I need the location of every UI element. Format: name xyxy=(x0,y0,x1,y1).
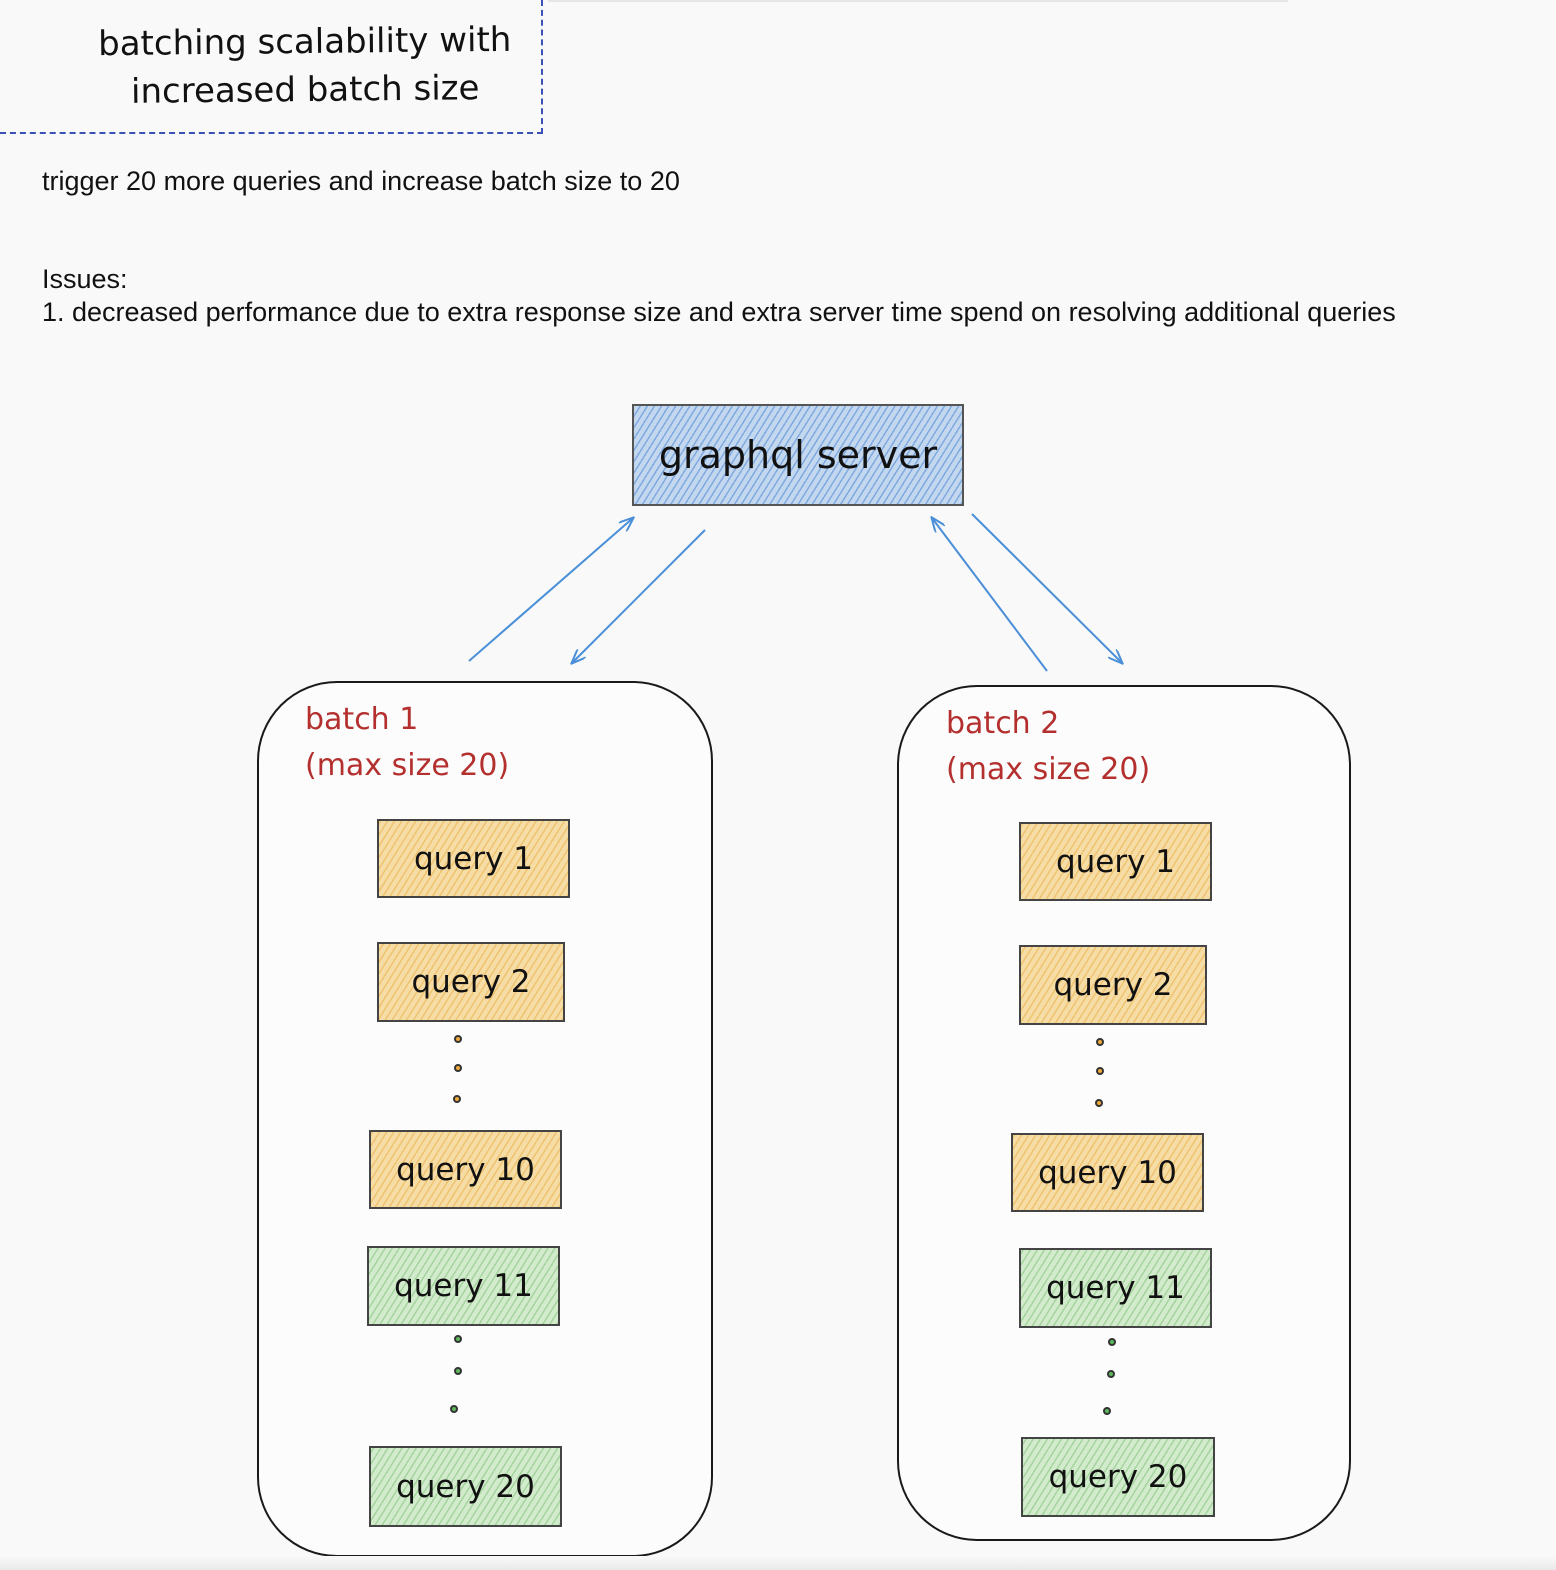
batch-2-query-11: query 11 xyxy=(1019,1248,1212,1328)
issues-heading: Issues: xyxy=(42,264,128,294)
batch-2-query-10: query 10 xyxy=(1011,1133,1204,1212)
arrow-batch2-to-server xyxy=(932,518,1048,672)
ellipsis-dot xyxy=(1095,1099,1103,1107)
batch-1-query-11: query 11 xyxy=(367,1246,560,1326)
batch-1-title: batch 1 (max size 20) xyxy=(305,697,509,789)
ellipsis-dot xyxy=(1096,1067,1104,1075)
arrow-server-to-batch1 xyxy=(572,529,706,663)
query-label: query 20 xyxy=(396,1468,535,1505)
ellipsis-dot xyxy=(1107,1370,1115,1378)
ellipsis-dot xyxy=(1103,1407,1111,1415)
batch-2-query-20: query 20 xyxy=(1021,1437,1215,1517)
ellipsis-dot xyxy=(454,1367,462,1375)
query-label: query 2 xyxy=(1053,967,1173,1003)
query-label: query 2 xyxy=(411,964,531,1000)
query-label: query 1 xyxy=(413,840,534,877)
bottom-edge-shade xyxy=(0,1556,1556,1570)
query-label: query 11 xyxy=(394,1268,533,1304)
batch-2-title-line-1: batch 2 xyxy=(946,706,1060,741)
trigger-note: trigger 20 more queries and increase bat… xyxy=(42,166,680,196)
query-label: query 10 xyxy=(396,1151,535,1188)
query-label: query 20 xyxy=(1048,1459,1188,1495)
ellipsis-dot xyxy=(454,1035,462,1043)
ellipsis-dot xyxy=(1096,1038,1104,1046)
graphql-server-box: graphql server xyxy=(632,404,964,506)
batch-1-title-line-1: batch 1 xyxy=(305,702,419,737)
batch-1-query-2: query 2 xyxy=(377,942,565,1022)
batch-2-query-1: query 1 xyxy=(1019,822,1212,901)
query-label: query 10 xyxy=(1038,1154,1177,1191)
batch-1-container xyxy=(257,681,713,1557)
batch-1-query-20: query 20 xyxy=(369,1446,562,1527)
issues-item-1: 1. decreased performance due to extra re… xyxy=(42,297,1396,327)
ellipsis-dot xyxy=(450,1405,458,1413)
ellipsis-dot xyxy=(1108,1338,1116,1346)
title-frame xyxy=(0,0,543,134)
query-label: query 1 xyxy=(1055,843,1176,880)
ellipsis-dot xyxy=(454,1064,462,1072)
ellipsis-dot xyxy=(454,1335,462,1343)
batch-1-title-line-2: (max size 20) xyxy=(305,748,510,783)
batch-1-query-10: query 10 xyxy=(369,1130,562,1209)
batch-2-container xyxy=(897,685,1351,1541)
batch-1-query-1: query 1 xyxy=(377,819,570,898)
top-edge-strip xyxy=(548,0,1288,2)
batch-2-title: batch 2 (max size 20) xyxy=(946,701,1150,793)
batch-2-title-line-2: (max size 20) xyxy=(946,752,1151,787)
batch-2-query-2: query 2 xyxy=(1019,945,1207,1025)
query-label: query 11 xyxy=(1046,1270,1185,1306)
ellipsis-dot xyxy=(453,1095,461,1103)
arrow-batch1-to-server xyxy=(468,518,633,662)
arrow-server-to-batch2 xyxy=(971,513,1122,663)
graphql-server-label: graphql server xyxy=(658,433,938,477)
